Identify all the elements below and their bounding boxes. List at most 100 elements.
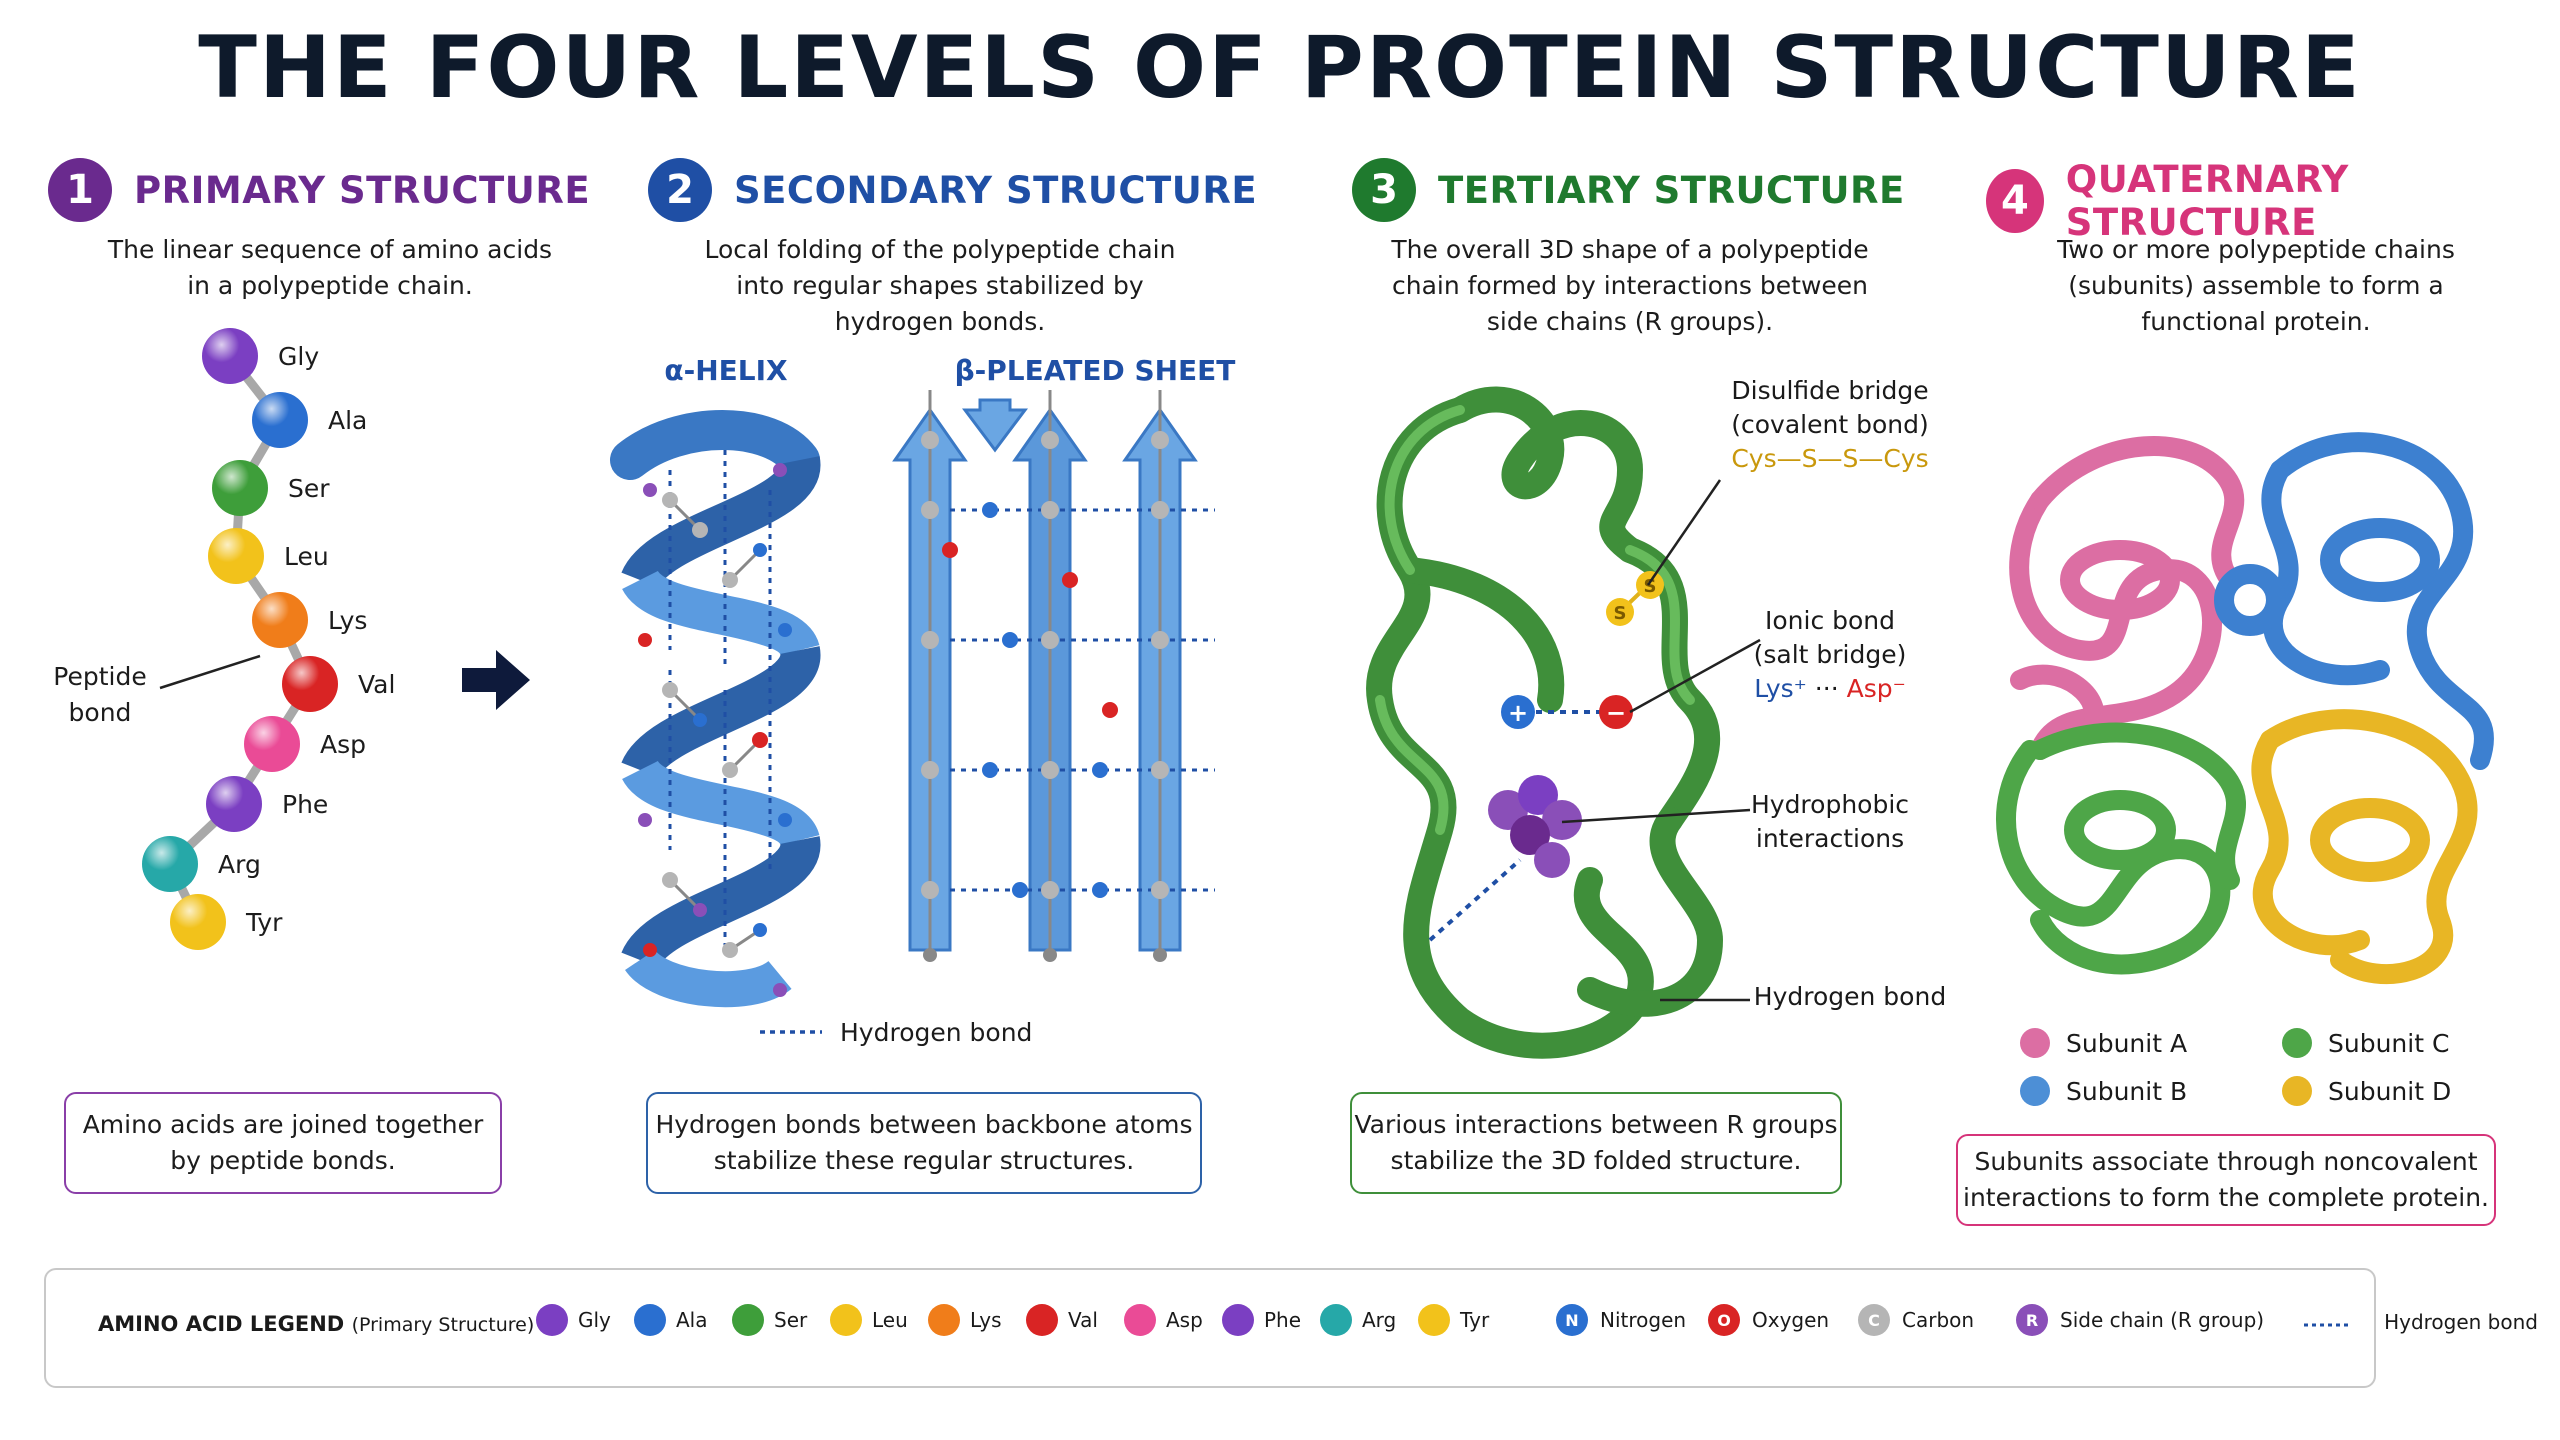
residue-val: Val bbox=[282, 656, 395, 712]
hydrophobic-cluster bbox=[1488, 775, 1582, 878]
disulfide-label: Disulfide bridge (covalent bond) Cys—S—S… bbox=[1731, 376, 1929, 473]
amino-acid-name: Val bbox=[1068, 1308, 1098, 1332]
residue-label: Ala bbox=[328, 406, 367, 435]
legend-atom: C Carbon bbox=[1858, 1304, 1974, 1336]
tertiary-ribbon bbox=[1366, 386, 1723, 1059]
alpha-helix bbox=[610, 410, 821, 1008]
step-number-badge: 1 bbox=[48, 158, 112, 222]
amino-acid-color-dot bbox=[928, 1304, 960, 1336]
secondary-structure-figure: α-HELIX β-PLEATED SHEET bbox=[610, 354, 1236, 1047]
legend-amino-acid: Lys bbox=[928, 1304, 1002, 1336]
residue-label: Gly bbox=[278, 342, 319, 371]
subunit-c-ribbon bbox=[1996, 722, 2246, 975]
subunit-label: Subunit B bbox=[2066, 1076, 2188, 1106]
primary-panel: 1 PRIMARY STRUCTURE bbox=[48, 158, 590, 222]
subunit-color-dot bbox=[2020, 1028, 2050, 1058]
step-number-badge: 4 bbox=[1986, 169, 2044, 233]
residue-label: Asp bbox=[320, 730, 366, 759]
amino-acid-name: Asp bbox=[1166, 1308, 1203, 1332]
subunit-legend-item: Subunit C bbox=[2282, 1028, 2449, 1058]
step-number-badge: 2 bbox=[648, 158, 712, 222]
secondary-panel: 2 SECONDARY STRUCTURE bbox=[648, 158, 1257, 222]
legend-amino-acid: Asp bbox=[1124, 1304, 1203, 1336]
legend-title: AMINO ACID LEGEND (Primary Structure) bbox=[98, 1312, 535, 1336]
amino-acid-color-dot bbox=[536, 1304, 568, 1336]
residue-ala: Ala bbox=[252, 392, 367, 448]
peptide-bond-pointer bbox=[159, 654, 261, 690]
subunit-label: Subunit D bbox=[2328, 1076, 2452, 1106]
amino-acid-name: Tyr bbox=[1460, 1308, 1490, 1332]
primary-heading: PRIMARY STRUCTURE bbox=[134, 168, 591, 212]
svg-text:S: S bbox=[1614, 603, 1627, 624]
amino-acid-name: Phe bbox=[1264, 1308, 1302, 1332]
alpha-helix-label: α-HELIX bbox=[664, 354, 788, 387]
residue-phe: Phe bbox=[206, 776, 328, 832]
peptide-bond-label: Peptide bbox=[53, 662, 146, 691]
subunit-b-ribbon bbox=[2214, 432, 2494, 770]
legend-amino-acid: Tyr bbox=[1418, 1304, 1489, 1336]
atom-symbol-icon: O bbox=[1708, 1304, 1740, 1336]
peptide-bond-label-2: bond bbox=[69, 698, 132, 727]
legend-hbond-label: Hydrogen bond bbox=[2384, 1310, 2538, 1334]
subunit-d-ribbon bbox=[2251, 709, 2478, 984]
beta-pleated-sheet bbox=[892, 390, 1215, 962]
atom-name: Side chain (R group) bbox=[2060, 1308, 2265, 1332]
hydrophobic-label: Hydrophobic interactions bbox=[1750, 790, 1910, 853]
sulfur-atom bbox=[1636, 571, 1664, 599]
amino-acid-color-dot bbox=[1222, 1304, 1254, 1336]
tertiary-panel: 3 TERTIARY STRUCTURE bbox=[1352, 158, 1905, 222]
legend-amino-acid: Phe bbox=[1222, 1304, 1301, 1336]
primary-description: The linear sequence of amino acids in a … bbox=[107, 235, 553, 300]
amino-acid-name: Ser bbox=[774, 1308, 808, 1332]
subunit-label: Subunit C bbox=[2328, 1028, 2450, 1058]
amino-acid-color-dot bbox=[732, 1304, 764, 1336]
residue-lys: Lys bbox=[252, 592, 367, 648]
page-title: THE FOUR LEVELS OF PROTEIN STRUCTURE bbox=[198, 18, 2362, 118]
atom-symbol-icon: C bbox=[1858, 1304, 1890, 1336]
amino-acid-color-dot bbox=[1026, 1304, 1058, 1336]
tertiary-description: The overall 3D shape of a polypeptide ch… bbox=[1391, 235, 1869, 336]
amino-acid-name: Gly bbox=[578, 1308, 611, 1332]
beta-sheet-label: β-PLEATED SHEET bbox=[955, 354, 1236, 387]
amino-acid-name: Lys bbox=[970, 1308, 1002, 1332]
step-number-badge: 3 bbox=[1352, 158, 1416, 222]
amino-acid-legend: AMINO ACID LEGEND (Primary Structure) Gl… bbox=[44, 1268, 2538, 1388]
subunit-label: Subunit A bbox=[2066, 1028, 2188, 1058]
subunit-color-dot bbox=[2020, 1076, 2050, 1106]
residue-tyr: Tyr bbox=[170, 894, 283, 950]
svg-text:+: + bbox=[1508, 699, 1528, 727]
amino-acid-color-dot bbox=[634, 1304, 666, 1336]
residue-label: Phe bbox=[282, 790, 328, 819]
subunit-color-dot bbox=[2282, 1028, 2312, 1058]
atom-symbol-icon: N bbox=[1556, 1304, 1588, 1336]
residue-label: Val bbox=[358, 670, 395, 699]
atom-symbol-icon: R bbox=[2016, 1304, 2048, 1336]
right-arrow-icon bbox=[462, 650, 530, 710]
legend-amino-acid: Val bbox=[1026, 1304, 1098, 1336]
atom-name: Oxygen bbox=[1752, 1308, 1830, 1332]
residue-label: Arg bbox=[218, 850, 261, 879]
ionic-label: Ionic bond (salt bridge) Lys⁺ ··· Asp⁻ bbox=[1753, 606, 1907, 703]
legend-atom: N Nitrogen bbox=[1556, 1304, 1686, 1336]
subunit-legend-item: Subunit A bbox=[2020, 1028, 2187, 1058]
negative-charge-icon bbox=[1599, 695, 1633, 729]
secondary-heading: SECONDARY STRUCTURE bbox=[734, 168, 1258, 212]
atom-name: Nitrogen bbox=[1600, 1308, 1687, 1332]
residue-asp: Asp bbox=[244, 716, 366, 772]
subunit-legend: Subunit A Subunit B Subunit C Subunit D bbox=[2020, 1028, 2500, 1106]
legend-amino-acid: Ala bbox=[634, 1304, 708, 1336]
hbond-key-label: Hydrogen bond bbox=[840, 1018, 1032, 1047]
tertiary-structure-figure: S S + − bbox=[1366, 386, 1761, 1059]
secondary-description: Local folding of the polypeptide chain i… bbox=[704, 235, 1176, 336]
residue-label: Ser bbox=[288, 474, 330, 503]
legend-atom: R Side chain (R group) bbox=[2016, 1304, 2264, 1336]
amino-acid-color-dot bbox=[1320, 1304, 1352, 1336]
legend-amino-acid: Arg bbox=[1320, 1304, 1396, 1336]
hydrogen-bond-label: Hydrogen bond bbox=[1753, 982, 1947, 1011]
amino-acid-color-dot bbox=[1418, 1304, 1450, 1336]
atom-name: Carbon bbox=[1902, 1308, 1975, 1332]
